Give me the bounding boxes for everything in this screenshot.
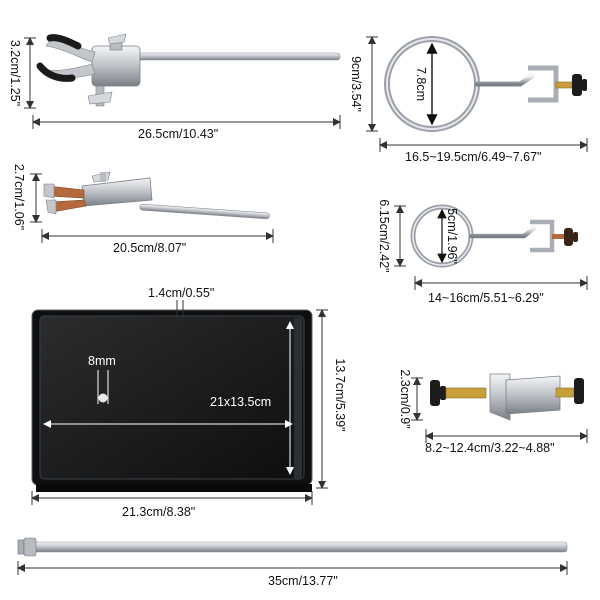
short-clamp: [43, 171, 270, 220]
support-rod-length-label: 35cm/13.77": [268, 574, 338, 588]
small-ring: [410, 204, 578, 268]
large-ring-inner-label: 7.8cm: [414, 66, 428, 102]
short-clamp-height-label: 2.7cm/1.06": [12, 163, 26, 231]
base-plate-inner-label: 21x13.5cm: [210, 395, 272, 409]
large-ring: [384, 36, 587, 132]
long-clamp-height-label: 3.2cm/1.25": [8, 39, 22, 107]
long-clamp-length-label: 26.5cm/10.43": [138, 127, 219, 141]
large-ring-width-label: 16.5~19.5cm/6.49~7.67": [405, 150, 542, 164]
dimension-lines: [17, 36, 588, 575]
boss-clamp: [430, 373, 584, 421]
base-plate-height-label: 13.7cm/5.39": [333, 358, 347, 432]
large-ring-height-label: 9cm/3.54": [349, 56, 363, 112]
short-clamp-length-label: 20.5cm/8.07": [113, 241, 187, 255]
base-plate: [31, 309, 313, 492]
boss-clamp-width-label: 8.2~12.4cm/3.22~4.88": [425, 441, 555, 455]
base-plate-width-label: 21.3cm/8.38": [122, 505, 196, 519]
support-rod: [17, 537, 568, 557]
small-ring-inner-label: 5cm/1.96": [445, 208, 459, 264]
small-ring-width-label: 14~16cm/5.51~6.29": [428, 291, 544, 305]
long-clamp: [36, 33, 341, 107]
boss-clamp-height-label: 2.3cm/0.9": [398, 369, 412, 429]
small-ring-height-label: 6.15cm/2.42": [377, 199, 391, 273]
base-plate-lip-label: 1.4cm/0.55": [148, 286, 215, 300]
base-plate-hole-label: 8mm: [88, 354, 116, 368]
